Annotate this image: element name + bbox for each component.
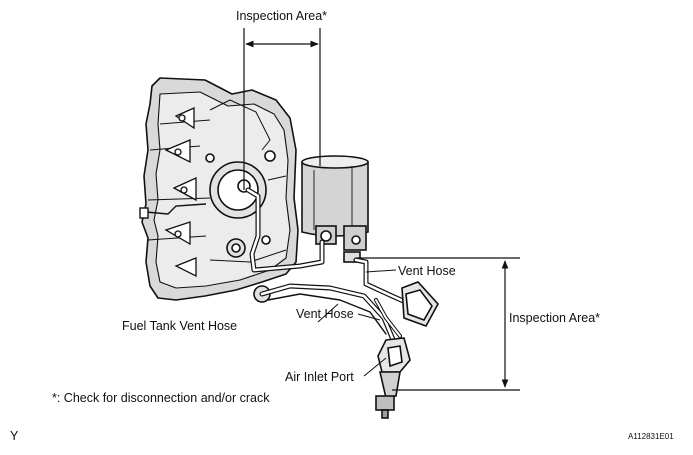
corner-y-label: Y: [10, 429, 19, 443]
air-inlet-port-label: Air Inlet Port: [285, 370, 354, 384]
vent-hose-lower-label: Vent Hose: [296, 307, 354, 321]
fuel-tank-vent-hose-label: Fuel Tank Vent Hose: [122, 319, 237, 333]
charcoal-canister: [301, 155, 369, 263]
inspection-area-right-label: Inspection Area*: [509, 311, 600, 325]
hoses: [245, 187, 413, 345]
tank-embossing: [164, 106, 197, 278]
vent-hose-upper-label: Vent Hose: [398, 264, 456, 278]
inspection-area-right-dimension: [356, 257, 520, 391]
inspection-area-top-label: Inspection Area*: [236, 9, 327, 23]
filler-neck: [375, 281, 439, 419]
tank-left-tube: [139, 203, 207, 219]
inspection-area-top-dimension: [243, 28, 321, 190]
leader-lines: [317, 269, 397, 377]
figure-id: A112831E01: [628, 432, 674, 441]
footnote-text: *: Check for disconnection and/or crack: [52, 391, 270, 405]
